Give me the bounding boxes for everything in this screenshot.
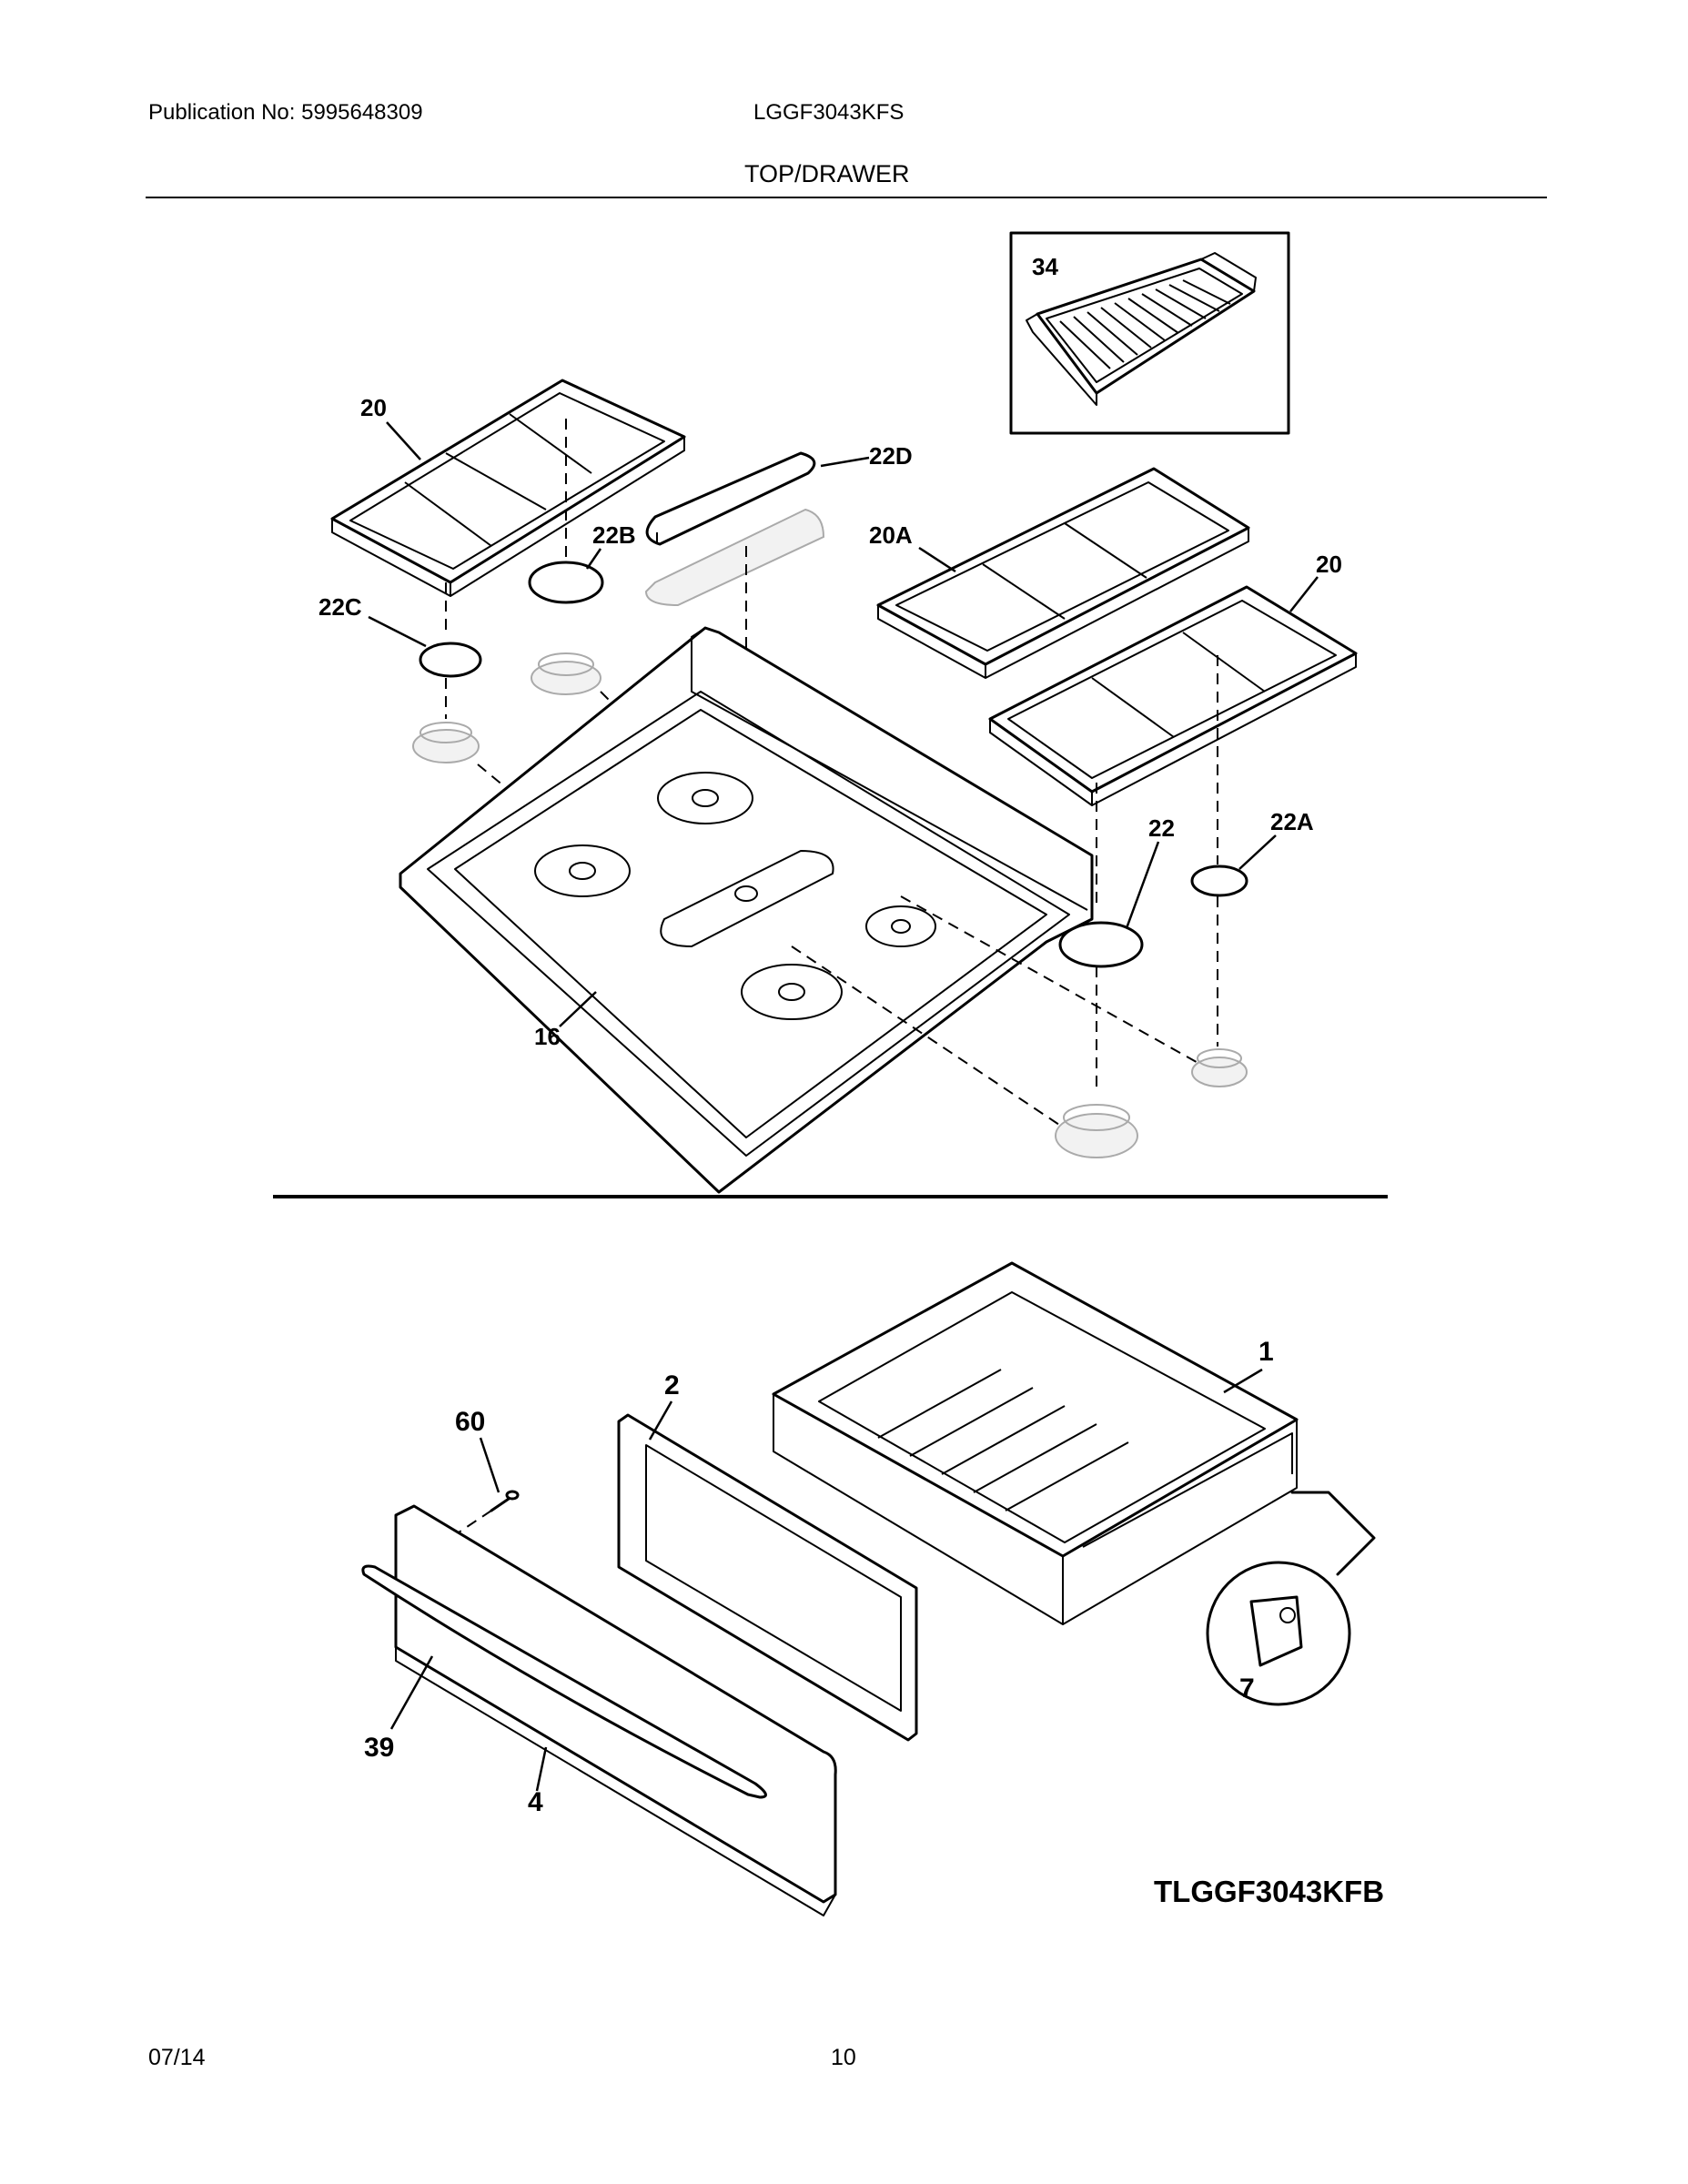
drawer-model-code: TLGGF3043KFB <box>1154 1875 1384 1908</box>
callout-16: 16 <box>534 1023 561 1050</box>
callout-22: 22 <box>1148 814 1175 842</box>
griddle-inset-box <box>1009 231 1290 435</box>
part-16-cooktop <box>399 626 1094 1194</box>
header-rule <box>146 197 1547 198</box>
part-20A-grate <box>876 467 1250 679</box>
model-number: LGGF3043KFS <box>753 100 905 125</box>
callout-20A: 20A <box>869 521 913 549</box>
part-2-inner-panel <box>617 1413 918 1742</box>
part-60-screw <box>490 1490 520 1512</box>
part-22A-cap <box>1190 864 1248 897</box>
section-title: TOP/DRAWER <box>744 160 910 187</box>
callout-22B: 22B <box>592 521 636 549</box>
part-22-cap <box>1058 921 1144 968</box>
callout-20-left: 20 <box>360 394 387 421</box>
callout-22A: 22A <box>1270 808 1314 835</box>
callout-22D: 22D <box>869 442 913 470</box>
part-1-drawer-body <box>772 1261 1299 1625</box>
part-7-glide <box>1249 1595 1303 1667</box>
callout-7: 7 <box>1239 1673 1255 1704</box>
part-39-handle <box>361 1564 767 1799</box>
part-22D-oval-cap <box>644 451 825 607</box>
footer-date: 07/14 <box>148 2045 206 2070</box>
part-20-right-grate <box>988 585 1358 806</box>
part-22B-cap <box>528 561 604 604</box>
callout-2: 2 <box>664 1370 680 1400</box>
part-22C-cap <box>419 642 482 678</box>
publication-number: Publication No: 5995648309 <box>148 100 423 125</box>
callout-1: 1 <box>1258 1337 1274 1367</box>
part-20-left-grate <box>330 379 686 597</box>
callout-22C: 22C <box>318 593 362 621</box>
callout-4: 4 <box>528 1787 543 1817</box>
callout-60: 60 <box>455 1407 485 1437</box>
callout-39: 39 <box>364 1733 394 1763</box>
callout-20-right: 20 <box>1316 551 1342 578</box>
part-7-detail-circle <box>1206 1561 1351 1706</box>
footer-page-number: 10 <box>831 2045 856 2070</box>
part-34-griddle <box>1009 231 1290 435</box>
callout-34: 34 <box>1032 253 1058 280</box>
